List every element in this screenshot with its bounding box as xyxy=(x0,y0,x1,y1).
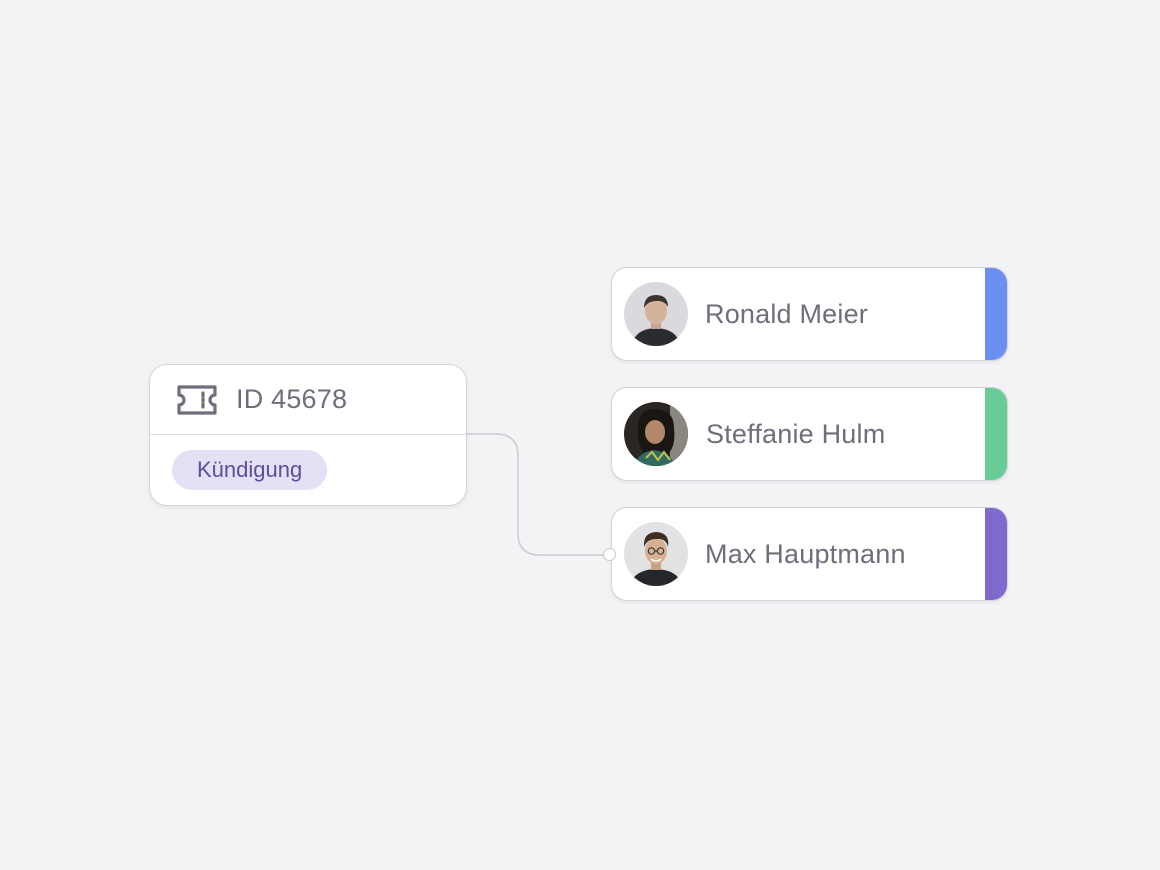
ticket-card[interactable]: ID 45678 Kündigung xyxy=(149,364,467,506)
status-color-bar xyxy=(985,268,1007,360)
status-color-bar xyxy=(985,508,1007,600)
avatar xyxy=(624,282,688,346)
person-name: Ronald Meier xyxy=(705,298,868,329)
status-color-bar xyxy=(985,388,1007,480)
ticket-id: ID 45678 xyxy=(236,384,348,414)
ticket-icon xyxy=(176,384,218,416)
person-card-ronald-meier[interactable]: Ronald Meier xyxy=(611,267,1008,361)
person-card-steffanie-hulm[interactable]: Steffanie Hulm xyxy=(611,387,1008,481)
connection-handle[interactable] xyxy=(603,548,616,561)
person-card-max-hauptmann[interactable]: Max Hauptmann xyxy=(611,507,1008,601)
person-name: Max Hauptmann xyxy=(705,538,906,569)
person-name: Steffanie Hulm xyxy=(706,418,886,449)
avatar xyxy=(624,522,688,586)
avatar xyxy=(624,402,688,466)
category-tag[interactable]: Kündigung xyxy=(172,450,328,490)
ticket-header: ID 45678 xyxy=(150,365,466,435)
